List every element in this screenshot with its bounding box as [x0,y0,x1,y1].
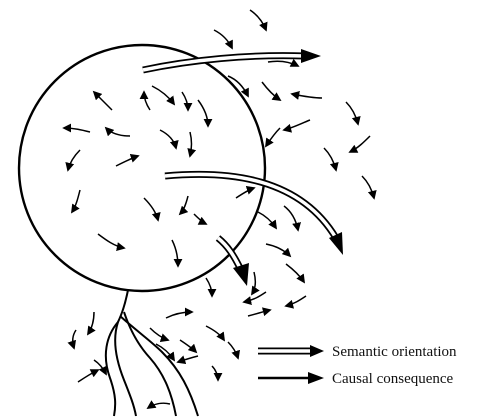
causal-arrow [266,244,290,256]
root-strand-1 [115,290,136,416]
causal-arrow [73,330,76,348]
causal-arrow [88,312,94,334]
causal-arrow [180,340,196,352]
causal-arrow [178,356,198,362]
causal-arrow [286,296,306,306]
legend-label-semantic: Semantic orientation [332,344,457,360]
causal-arrow [144,198,158,220]
causal-arrow [236,188,254,198]
causal-arrow [148,403,170,408]
causal-arrow [150,328,168,340]
causal-arrow [160,130,176,148]
causal-arrow [266,128,280,146]
causal-arrow [156,344,174,360]
causal-arrow [284,120,310,130]
semantic-arrow-top [143,49,321,70]
causal-arrow [252,272,255,294]
causal-arrow [182,92,188,110]
causal-arrow [286,264,304,282]
causal-arrow [180,196,188,214]
causal-arrow [106,128,130,136]
causal-arrow [214,30,232,48]
causal-arrow [350,136,370,152]
causal-arrow [98,234,124,248]
legend: Semantic orientation Causal consequence [258,344,457,387]
causal-arrow [284,206,298,230]
causal-arrow [198,100,208,126]
causal-arrow [94,92,112,110]
causal-arrow [212,366,218,380]
causal-arrow [248,310,270,316]
causal-arrow [206,326,224,340]
semantic-arrow-middle [165,174,343,255]
causal-arrow [144,92,150,110]
causal-arrow [244,292,266,302]
legend-item-causal: Causal consequence [258,371,454,387]
causal-arrow [116,156,138,166]
causal-arrow [268,61,298,66]
causal-arrow [68,150,80,170]
legend-item-semantic: Semantic orientation [258,344,457,360]
semantic-arrows [143,49,343,286]
causal-arrow [194,214,206,224]
causal-arrow [292,94,322,98]
causal-arrow [172,240,178,266]
causal-arrows [64,10,374,408]
causal-arrow [190,132,192,156]
causal-arrow [72,190,80,212]
causal-arrow [258,212,276,228]
legend-label-causal: Causal consequence [332,371,454,387]
causal-arrow [78,370,98,382]
causal-arrow [166,312,192,318]
causal-arrow [152,86,174,104]
causal-arrow [362,176,374,198]
causal-arrow [324,148,336,170]
causal-arrow [64,128,90,132]
causal-arrow [228,342,238,358]
causal-arrow [206,278,212,296]
causal-arrow [250,10,266,30]
causal-arrow [262,82,280,100]
root-strands [106,290,198,416]
causal-arrow [346,102,358,124]
